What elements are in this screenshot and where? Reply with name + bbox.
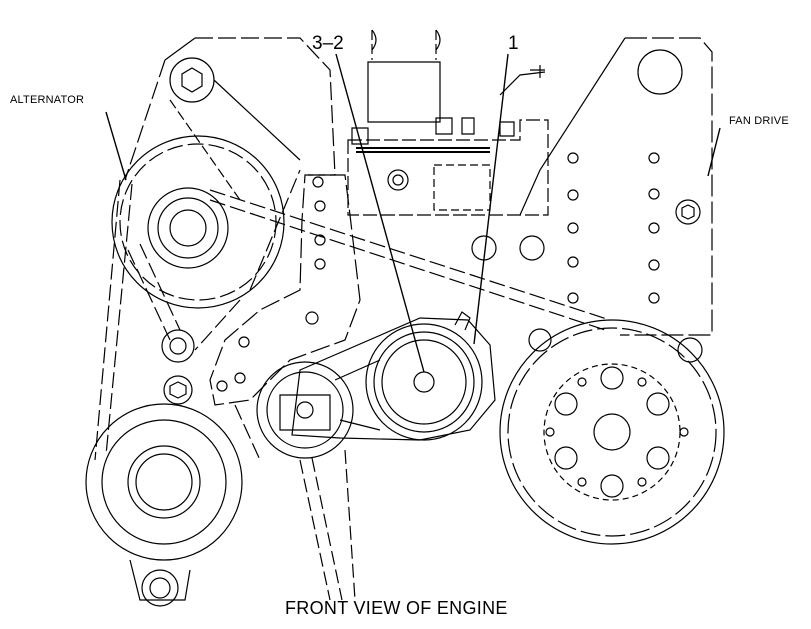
leader-lines xyxy=(106,54,720,372)
diagram-caption: FRONT VIEW OF ENGINE xyxy=(285,598,508,618)
fan-drive-plate xyxy=(520,38,712,362)
alternator-pulley xyxy=(112,136,284,308)
alternator-bracket xyxy=(125,38,335,200)
leader-alternator xyxy=(106,112,126,180)
fan-drive-label: FAN DRIVE xyxy=(729,115,789,127)
ref-a-label: 3–2 xyxy=(312,33,344,54)
ref-b-label: 1 xyxy=(508,33,519,54)
front-cover-plate xyxy=(210,175,544,405)
idler-pulley-left xyxy=(162,330,194,362)
leader-ref-a xyxy=(336,54,424,372)
crank-pulley xyxy=(86,376,242,606)
alternator-label: ALTERNATOR xyxy=(10,94,85,106)
belt-tensioner xyxy=(257,312,495,600)
leader-fan-drive xyxy=(708,128,720,176)
leader-ref-b xyxy=(474,54,508,344)
drive-belt xyxy=(95,170,610,460)
fan-pulley xyxy=(500,320,724,544)
upper-housing xyxy=(348,30,548,215)
